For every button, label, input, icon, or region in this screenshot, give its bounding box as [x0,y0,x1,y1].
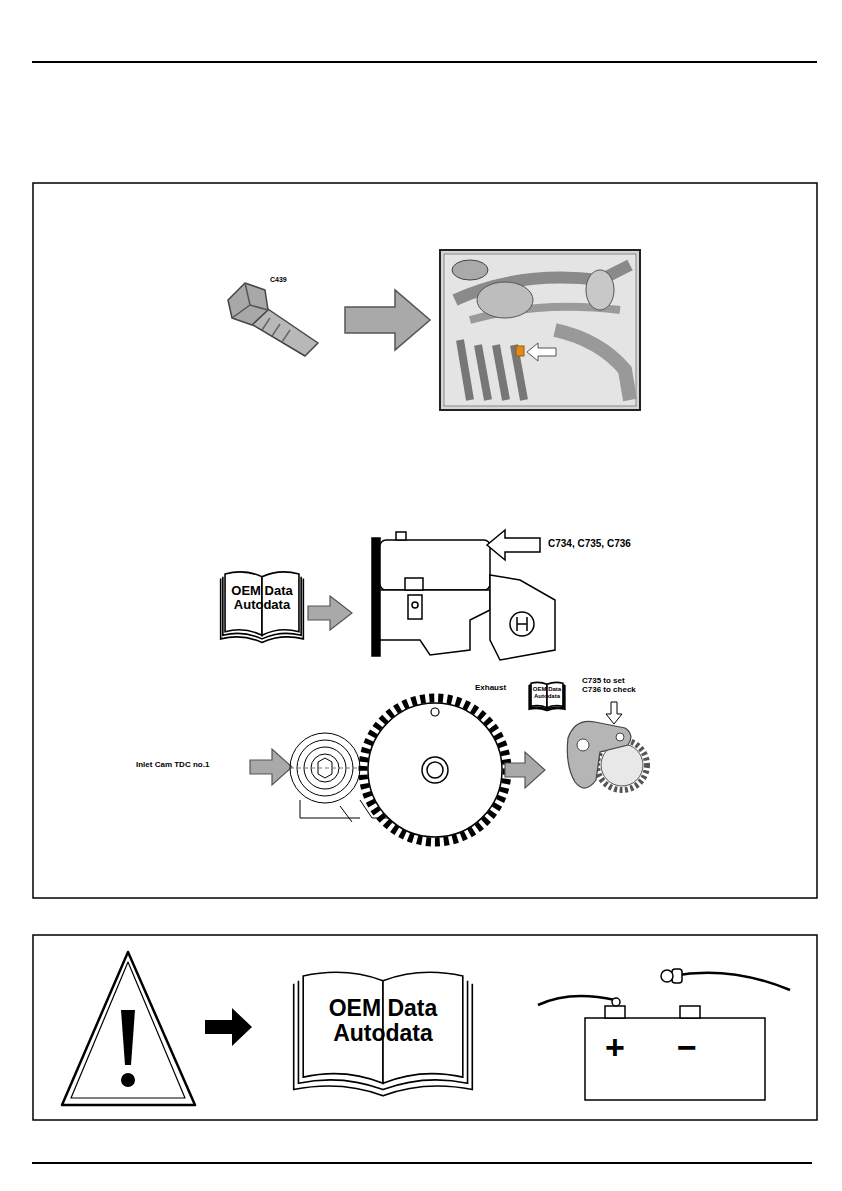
bolt-tool-part [250,305,268,310]
terminal-sign: + [603,1030,627,1064]
engine-symbol-part [372,538,380,656]
engine-symbol-part [396,532,406,540]
timing-tool-part [567,721,631,788]
part-name: Exhaust [475,683,525,692]
cam-sprocket-part [431,708,439,716]
timing-tool-part [606,702,622,724]
cam-pulley-part [300,800,360,822]
warning-symbol [62,952,195,1105]
manual-book: OEM Data Autodata [528,680,566,712]
process-arrow [205,1008,252,1046]
cam-sprocket-part [427,762,443,778]
page-rule-part [32,1162,812,1164]
warning-symbol-part [62,952,195,1105]
frame-part [33,935,817,1120]
book-title: OEM Data Autodata [288,996,478,1047]
frame [33,183,817,1120]
process-arrow [250,749,292,785]
engine-photo [440,250,640,410]
engine-symbol-part [517,617,527,631]
timing-tool-part [616,733,624,741]
engine-photo-part [586,270,614,310]
process-arrow-part [505,752,545,788]
engine-symbol-part [412,602,418,608]
tool-code: C734, C735, C736 [548,538,688,550]
cam-sprocket-part [368,703,502,837]
pointer-arrow-part [487,530,540,560]
bolt-tool-part [245,283,250,305]
process-arrow-part [345,290,430,350]
process-arrow-part [205,1008,252,1046]
warning-symbol-part [121,1073,135,1087]
part-name: Inlet Cam TDC no.1 [136,760,256,769]
manual-book: OEM Data Autodata [218,566,306,646]
bolt-tool-part [228,283,268,325]
note: C735 to set C736 to check [582,676,637,694]
engine-photo-part [555,330,630,400]
process-arrow-part [250,749,292,785]
battery-symbol-part [612,998,620,1006]
frame-part [33,183,817,898]
engine-photo-part [460,340,524,400]
page-rule-part [32,61,817,63]
tool-code: C439 [270,276,310,284]
battery-symbol-part [538,996,615,1005]
cam-sprocket [363,698,507,842]
bolt-tool-part [262,318,270,330]
battery-symbol-part [680,1006,700,1018]
timing-tool [567,702,647,790]
battery-symbol [538,969,790,1100]
battery-symbol-part [661,970,673,982]
engine-photo-part [444,254,636,406]
engine-photo-part [477,282,533,318]
book-title: OEM Data Autodata [528,686,566,699]
engine-symbol-part [405,578,423,590]
warning-symbol-part [121,1010,135,1065]
bolt-tool-part [272,324,280,336]
engine-symbol-part [510,612,534,636]
engine-symbol-part [490,575,555,660]
engine-symbol-part [408,595,422,619]
engine-photo-part [516,346,524,356]
process-arrow [308,596,352,630]
engine-photo-part [452,260,488,280]
terminal-sign: − [672,1030,702,1064]
engine-photo-part [440,250,640,410]
bolt-tool [228,283,318,356]
bolt-tool-part [232,305,250,318]
battery-symbol-part [605,1006,625,1018]
process-arrow [505,752,545,788]
battery-symbol-part [585,1018,765,1100]
engine-symbol-part [380,590,490,655]
process-arrow-part [308,596,352,630]
page-rule [32,62,817,1163]
engine-photo-part [527,343,556,361]
cam-sprocket-part [363,698,507,842]
battery-symbol-part [672,973,790,990]
timing-tool-part [577,739,589,751]
engine-symbol-part [380,540,490,590]
cam-sprocket-part [422,757,448,783]
warning-symbol-part [71,962,185,1098]
book-title: OEM Data Autodata [218,584,306,613]
process-arrow [345,290,430,350]
pointer-arrow [487,530,540,560]
bolt-tool-part [282,330,290,342]
manual-book: OEM Data Autodata [288,962,478,1102]
